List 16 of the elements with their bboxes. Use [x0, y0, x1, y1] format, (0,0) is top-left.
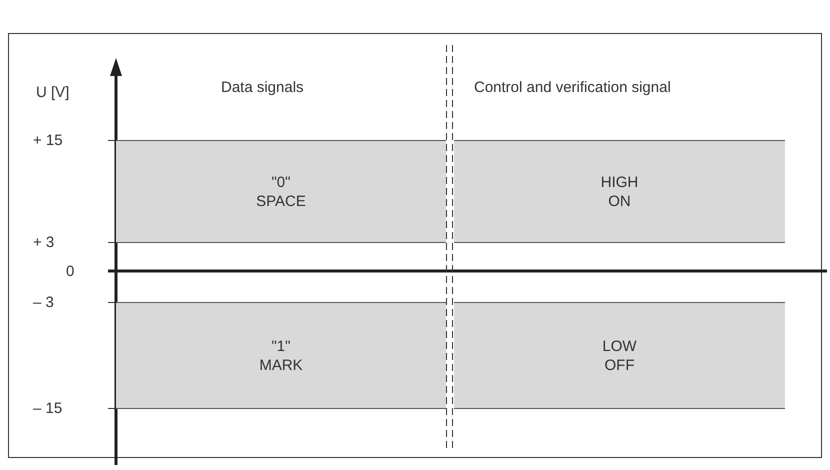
band-label: HIGH ON [600, 172, 638, 210]
band-label: LOW OFF [602, 336, 637, 374]
column-heading: Data signals [221, 78, 304, 97]
tick-label: 0 [66, 262, 74, 281]
axis-label: U [V] [36, 83, 70, 102]
signal-band [116, 140, 446, 243]
column-heading: Control and verification signal [474, 78, 672, 97]
signal-band [454, 302, 785, 409]
tick-label: – 15 [33, 399, 62, 418]
signal-band [116, 302, 446, 409]
signal-band [454, 140, 785, 243]
tick-label: + 15 [33, 131, 63, 150]
tick-label: – 3 [33, 293, 54, 312]
tick-label: + 3 [33, 233, 54, 252]
band-label: "1" MARK [259, 336, 303, 374]
band-label: "0" SPACE [256, 172, 306, 210]
